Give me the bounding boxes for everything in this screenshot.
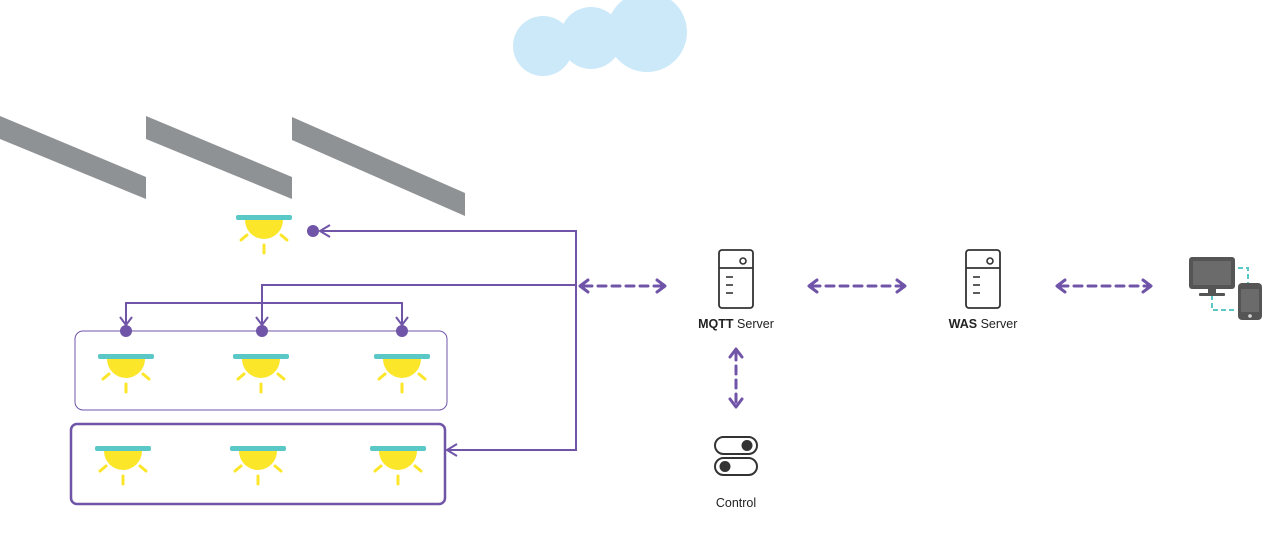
toggle-switch-icon <box>714 436 758 476</box>
solar-panel-3 <box>292 117 465 216</box>
ceiling-lamp-icon <box>96 352 156 394</box>
solar-panel-icon <box>0 116 465 216</box>
ceiling-lamp-icon <box>231 352 291 394</box>
cloud-icon <box>513 0 687 76</box>
control: Control <box>714 436 758 510</box>
light-network-lines <box>119 224 577 457</box>
ceiling-lamp-icon <box>228 444 288 486</box>
control-label: Control <box>716 496 756 510</box>
server-icon <box>718 249 754 309</box>
connection-dots <box>120 225 408 337</box>
monitor-phone-icon <box>1189 257 1262 320</box>
was-server-label: WAS Server <box>949 317 1018 331</box>
mqtt-server-label: MQTT Server <box>698 317 774 331</box>
ceiling-lamp-icon <box>234 213 294 255</box>
ceiling-lamp-icon <box>368 444 428 486</box>
lamp-group-box-2 <box>69 422 447 506</box>
ceiling-lamp-icon <box>93 444 153 486</box>
was-server: WAS Server <box>949 249 1018 331</box>
server-icon <box>965 249 1001 309</box>
solar-panel-1 <box>0 116 146 199</box>
ceiling-lamp-icon <box>372 352 432 394</box>
solar-panel-2 <box>146 116 292 199</box>
mqtt-server: MQTT Server <box>698 249 774 331</box>
